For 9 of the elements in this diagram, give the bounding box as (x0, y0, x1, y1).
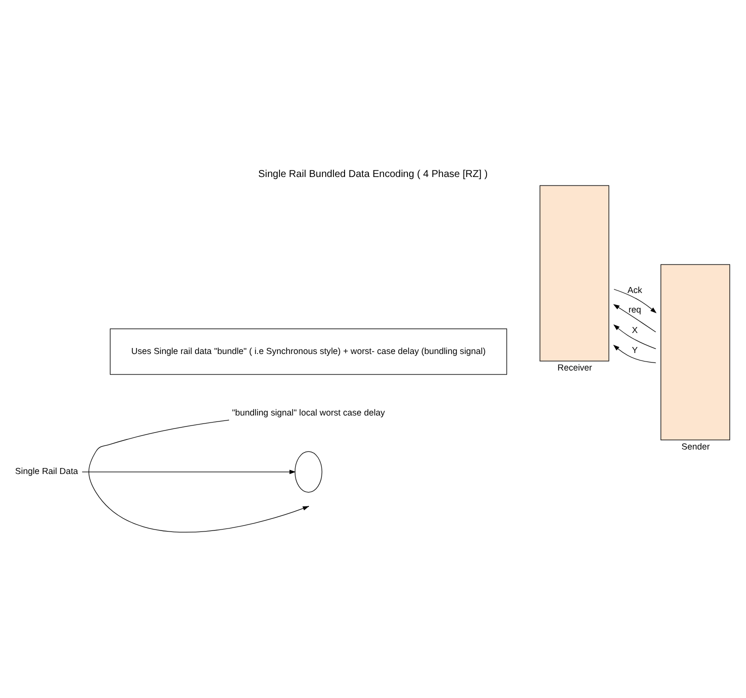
edge-label: Ack (628, 284, 642, 294)
node-label: Receiver (557, 362, 592, 372)
edge-label: X (632, 324, 638, 334)
node-label: Sender (682, 440, 710, 451)
node-text: Single Rail Data (15, 466, 78, 476)
diagram-title: Single Rail Bundled Data Encoding ( 4 Phase [RZ] ) (258, 168, 488, 180)
edge-label: req (628, 304, 642, 314)
node-text: "bundling signal" local worst case delay (232, 406, 385, 417)
edge-label: Y (632, 344, 638, 354)
